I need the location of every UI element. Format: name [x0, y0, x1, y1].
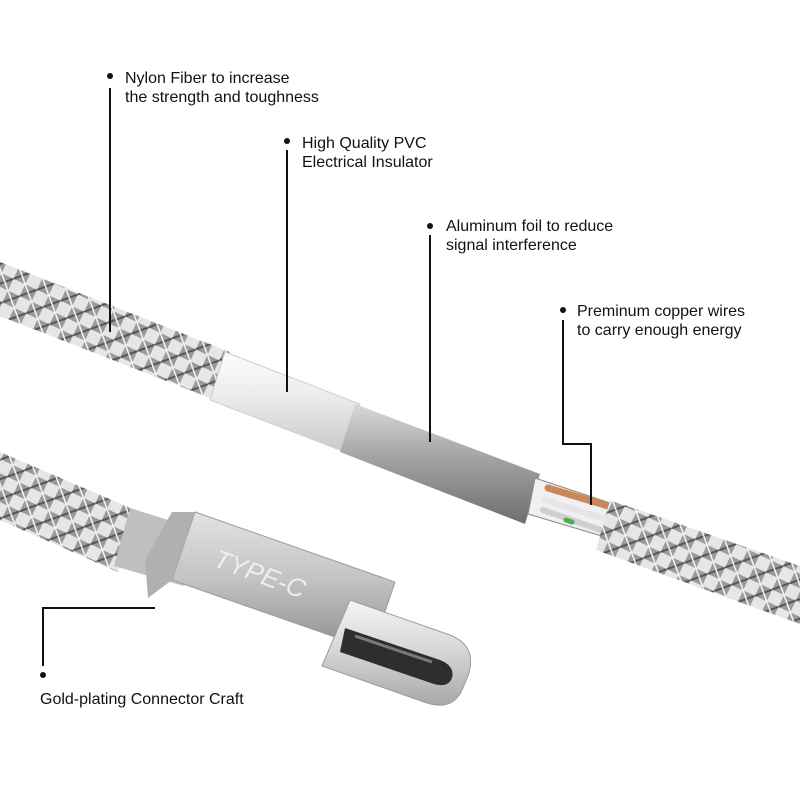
- aluminum-foil-line1: Aluminum foil to reduce: [446, 218, 614, 235]
- connector-leader: [42, 607, 155, 666]
- aluminum-foil-line2: signal interference: [446, 237, 577, 254]
- nylon-fiber-line1: Nylon Fiber to increase: [125, 70, 290, 87]
- connector-callout: Gold-plating Connector Craft: [40, 690, 244, 709]
- aluminum-foil-layer: [340, 404, 540, 524]
- copper-wires-line1: Preminum copper wires: [577, 303, 746, 320]
- lower-braid-sleeve: [0, 452, 135, 572]
- aluminum-foil-callout: Aluminum foil to reduce signal interfere…: [446, 217, 613, 255]
- callout-dots: [40, 73, 566, 678]
- callout-lines: [42, 88, 592, 666]
- copper-wires-line2: to carry enough energy: [577, 322, 742, 339]
- nylon-braid-end: [596, 500, 800, 624]
- pvc-insulator: [209, 351, 361, 453]
- copper-leader: [562, 320, 592, 505]
- upper-cable: [0, 262, 800, 624]
- pvc-line2: Electrical Insulator: [302, 154, 433, 171]
- nylon-braid-sleeve: [0, 262, 230, 400]
- pvc-line1: High Quality PVC: [302, 135, 427, 152]
- pvc-callout: High Quality PVC Electrical Insulator: [302, 134, 433, 172]
- type-c-plug: [321, 599, 472, 706]
- copper-wires-callout: Preminum copper wires to carry enough en…: [577, 302, 745, 340]
- connector-line1: Gold-plating Connector Craft: [40, 691, 244, 708]
- type-c-housing: TYPE-C: [145, 511, 396, 651]
- lower-cable: TYPE-C: [0, 452, 472, 706]
- nylon-fiber-line2: the strength and toughness: [125, 89, 319, 106]
- nylon-fiber-callout: Nylon Fiber to increase the strength and…: [125, 69, 319, 107]
